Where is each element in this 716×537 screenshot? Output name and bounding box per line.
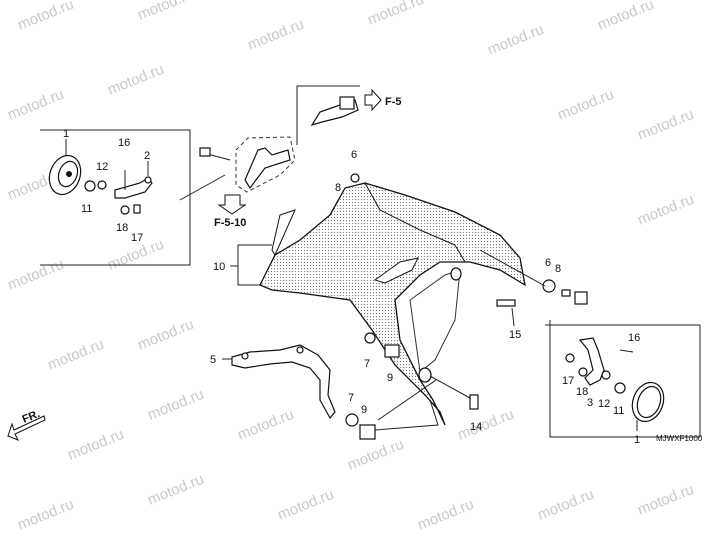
callout-5: 5 [210, 354, 216, 366]
svg-text:motod.ru: motod.ru [15, 0, 76, 34]
arrow-right-f5 [364, 88, 382, 112]
svg-text:motod.ru: motod.ru [345, 436, 406, 474]
svg-text:motod.ru: motod.ru [135, 316, 196, 354]
svg-text:motod.ru: motod.ru [365, 0, 426, 29]
svg-text:motod.ru: motod.ru [275, 486, 336, 524]
svg-text:motod.ru: motod.ru [635, 106, 696, 144]
callout-11-left: 11 [81, 203, 92, 215]
callout-10: 10 [213, 261, 225, 273]
nut-11-left [84, 180, 96, 192]
callout-9-upper: 9 [387, 372, 393, 384]
bracket-5 [231, 344, 336, 420]
svg-text:motod.ru: motod.ru [245, 16, 306, 54]
clip-17-left [133, 204, 141, 214]
svg-text:motod.ru: motod.ru [595, 0, 656, 34]
callout-6-right: 6 [545, 257, 551, 269]
callout-18-right: 18 [576, 386, 588, 398]
svg-text:motod.ru: motod.ru [45, 336, 106, 374]
bracket-f5 [310, 96, 359, 127]
arrow-down-f510 [217, 194, 247, 215]
nut-11-right [614, 382, 626, 394]
left-group-frame [40, 129, 191, 266]
screw-7-lower [345, 413, 359, 427]
washer-6-top [350, 173, 360, 183]
bolt-right [574, 291, 588, 305]
callout-12-right: 12 [598, 398, 610, 410]
screw-7-upper [364, 332, 376, 344]
collar-18-right [578, 367, 588, 377]
callout-3-right: 3 [587, 397, 593, 409]
reflector-right [631, 381, 665, 423]
bracket-group-top [199, 136, 296, 193]
collar-18-left [120, 205, 130, 215]
bolt-15 [496, 299, 516, 307]
svg-text:motod.ru: motod.ru [135, 0, 196, 24]
svg-text:motod.ru: motod.ru [535, 486, 596, 524]
diagram-code: MJWXF1000 [656, 434, 703, 443]
callout-16-left: 16 [118, 137, 130, 149]
nut-12-right [601, 370, 611, 380]
svg-text:motod.ru: motod.ru [105, 61, 166, 99]
callout-2-left: 2 [144, 150, 150, 162]
callout-9-lower: 9 [361, 404, 367, 416]
svg-text:motod.ru: motod.ru [5, 256, 66, 294]
left-leader [179, 174, 226, 201]
callout-12-left: 12 [96, 161, 108, 173]
callout-15: 15 [509, 329, 521, 341]
callout-16-right: 16 [628, 332, 640, 344]
svg-text:motod.ru: motod.ru [635, 481, 696, 519]
callout-17-right: 17 [562, 375, 574, 387]
bracket-3-right [578, 337, 605, 386]
front-fender [259, 182, 526, 426]
ref-f5: F-5 [385, 96, 402, 108]
callout-1-left: 1 [63, 128, 69, 140]
f5-frame [296, 85, 360, 145]
svg-text:motod.ru: motod.ru [15, 496, 76, 534]
clip-17-right [565, 353, 575, 363]
svg-text:motod.ru: motod.ru [65, 426, 126, 464]
svg-text:motod.ru: motod.ru [485, 21, 546, 59]
left-bracket-2 [114, 176, 153, 199]
svg-text:motod.ru: motod.ru [235, 406, 296, 444]
svg-text:motod.ru: motod.ru [5, 86, 66, 124]
callout-6-top: 6 [351, 149, 357, 161]
svg-text:motod.ru: motod.ru [145, 386, 206, 424]
callout-1-right: 1 [634, 434, 640, 446]
leader-10 [237, 244, 272, 286]
bolt-16-right [619, 349, 634, 353]
svg-text:motod.ru: motod.ru [555, 86, 616, 124]
callout-11-right: 11 [613, 405, 624, 417]
callout-7-lower: 7 [348, 392, 354, 404]
right-group-frame [545, 320, 701, 438]
collar-8-right [561, 289, 571, 297]
callout-17-left: 17 [131, 232, 143, 244]
nut-12-left [97, 180, 107, 190]
reflector-left [48, 154, 82, 196]
nut-9-upper [384, 344, 400, 358]
front-direction-indicator: FR. [7, 408, 46, 441]
svg-text:motod.ru: motod.ru [635, 191, 696, 229]
ref-f510: F-5-10 [214, 217, 246, 229]
bolt-14 [429, 375, 479, 410]
svg-text:motod.ru: motod.ru [145, 471, 206, 509]
svg-text:motod.ru: motod.ru [415, 496, 476, 534]
nut-9-lower [359, 424, 376, 440]
svg-text:motod.ru: motod.ru [455, 406, 516, 444]
callout-8-top: 8 [335, 182, 341, 194]
callout-7-upper: 7 [364, 358, 370, 370]
grommet-6-right [542, 279, 556, 293]
callout-14: 14 [470, 421, 482, 433]
callout-18-left: 18 [116, 222, 128, 234]
callout-8-right: 8 [555, 263, 561, 275]
